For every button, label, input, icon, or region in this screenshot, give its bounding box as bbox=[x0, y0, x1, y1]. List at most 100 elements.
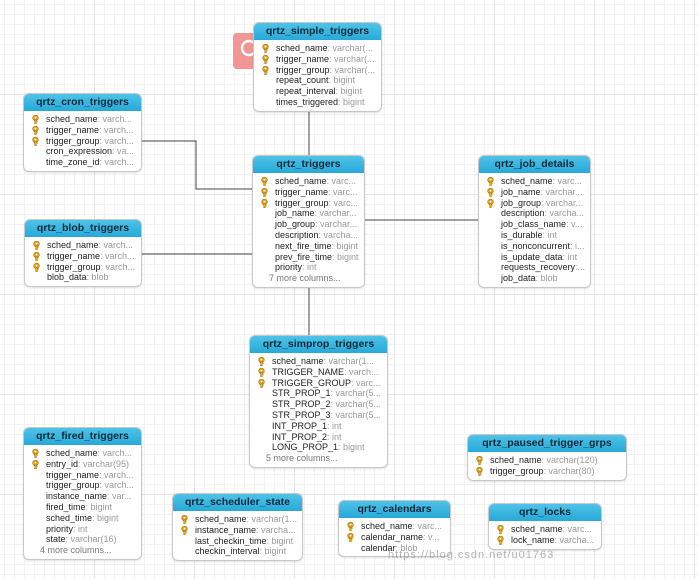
column-row[interactable]: priority: int bbox=[24, 524, 141, 535]
column-type: : varchar(5... bbox=[330, 409, 382, 420]
column-row[interactable]: calendar_name: v... bbox=[339, 532, 450, 543]
column-row[interactable]: requests_recovery:... bbox=[479, 262, 590, 273]
table-title[interactable]: qrtz_fired_triggers bbox=[24, 428, 141, 445]
column-row[interactable]: INT_PROP_2: int bbox=[250, 432, 387, 443]
column-row[interactable]: job_name: varchar... bbox=[253, 208, 364, 219]
column-row[interactable]: sched_name: varch... bbox=[25, 240, 141, 251]
table-qrtz-simprop-triggers[interactable]: qrtz_simprop_triggers sched_name: varchar… bbox=[249, 335, 388, 468]
column-row[interactable]: fired_time: bigint bbox=[24, 502, 141, 513]
column-row[interactable]: trigger_name: varch... bbox=[24, 470, 141, 481]
column-row[interactable]: is_nonconcurrent: i... bbox=[479, 241, 590, 252]
column-row[interactable]: sched_name: varc... bbox=[339, 521, 450, 532]
column-row[interactable]: priority: int bbox=[253, 262, 364, 273]
table-title[interactable]: qrtz_locks bbox=[489, 504, 601, 521]
column-row[interactable]: sched_name: varc... bbox=[253, 176, 364, 187]
column-row[interactable]: times_triggered: bigint bbox=[254, 97, 381, 108]
column-row[interactable]: blob_data: blob bbox=[25, 272, 141, 283]
column-row[interactable]: STR_PROP_1: varchar(5... bbox=[250, 388, 387, 399]
column-name: STR_PROP_1 bbox=[272, 388, 331, 399]
column-row[interactable]: INT_PROP_1: int bbox=[250, 421, 387, 432]
column-row[interactable]: trigger_group: varchar(80) bbox=[468, 466, 626, 477]
column-row[interactable]: job_name: varchar... bbox=[479, 187, 590, 198]
column-type: : varchar(... bbox=[329, 64, 376, 75]
column-row[interactable]: trigger_name: varc... bbox=[253, 187, 364, 198]
column-row[interactable]: sched_name: varc... bbox=[479, 176, 590, 187]
column-row[interactable]: is_durable: int bbox=[479, 230, 590, 241]
column-row[interactable]: trigger_group: varc... bbox=[253, 198, 364, 209]
column-row[interactable]: calendar: blob bbox=[339, 543, 450, 554]
column-row[interactable]: is_update_data: int bbox=[479, 252, 590, 263]
key-icon bbox=[261, 54, 270, 64]
column-row[interactable]: last_checkin_time: bigint bbox=[173, 536, 302, 547]
column-type: : varchar... bbox=[541, 197, 584, 208]
column-row[interactable]: job_group: varchar... bbox=[479, 198, 590, 209]
column-row[interactable]: sched_time: bigint bbox=[24, 513, 141, 524]
column-name: sched_name bbox=[46, 448, 98, 458]
column-row[interactable]: trigger_group: varch... bbox=[24, 136, 141, 147]
column-row[interactable]: description: varcha... bbox=[479, 208, 590, 219]
column-row[interactable]: LONG_PROP_1: bigint bbox=[250, 442, 387, 453]
table-title[interactable]: qrtz_triggers bbox=[253, 156, 364, 173]
column-row[interactable]: trigger_group: varch... bbox=[25, 262, 141, 273]
column-row[interactable]: instance_name: varcha... bbox=[173, 525, 302, 536]
column-row[interactable]: sched_name: varchar(120) bbox=[468, 455, 626, 466]
column-row[interactable]: trigger_name: varchar(... bbox=[254, 54, 381, 65]
column-row[interactable]: trigger_group: varch... bbox=[24, 480, 141, 491]
table-title[interactable]: qrtz_scheduler_state bbox=[173, 494, 302, 511]
column-row[interactable]: sched_name: varch... bbox=[24, 448, 141, 459]
column-row[interactable]: sched_name: varchar(1... bbox=[250, 356, 387, 367]
table-qrtz-job-details[interactable]: qrtz_job_details sched_name: varc...job_n… bbox=[478, 155, 591, 288]
column-row[interactable]: time_zone_id: varch... bbox=[24, 157, 141, 168]
column-row[interactable]: sched_name: varchar(1... bbox=[173, 514, 302, 525]
column-row[interactable]: job_data: blob bbox=[479, 273, 590, 284]
column-row[interactable]: sched_name: varch... bbox=[24, 114, 141, 125]
table-title[interactable]: qrtz_job_details bbox=[479, 156, 590, 173]
column-row[interactable]: trigger_group: varchar(... bbox=[254, 65, 381, 76]
table-qrtz-paused-trigger-grps[interactable]: qrtz_paused_trigger_grps sched_name: varc… bbox=[467, 434, 627, 481]
column-row[interactable]: job_group: varchar... bbox=[253, 219, 364, 230]
table-qrtz-fired-triggers[interactable]: qrtz_fired_triggers sched_name: varch...e… bbox=[23, 427, 142, 560]
column-name: is_nonconcurrent bbox=[501, 240, 571, 251]
table-title[interactable]: qrtz_paused_trigger_grps bbox=[468, 435, 626, 452]
column-row[interactable]: trigger_name: varch... bbox=[24, 125, 141, 136]
more-columns-link[interactable]: 4 more columns... bbox=[40, 545, 112, 556]
table-title[interactable]: qrtz_calendars bbox=[339, 501, 450, 518]
column-row[interactable]: prev_fire_time: bigint bbox=[253, 252, 364, 263]
table-title[interactable]: qrtz_blob_triggers bbox=[25, 220, 141, 237]
column-row[interactable]: cron_expression: va... bbox=[24, 146, 141, 157]
column-row[interactable]: job_class_name: v... bbox=[479, 219, 590, 230]
table-title[interactable]: qrtz_cron_triggers bbox=[24, 94, 141, 111]
key-icon bbox=[486, 187, 495, 197]
key-icon bbox=[475, 466, 484, 476]
column-row[interactable]: lock_name: varcha... bbox=[489, 535, 601, 546]
column-row[interactable]: description: varcha... bbox=[253, 230, 364, 241]
more-columns-link[interactable]: 7 more columns... bbox=[269, 273, 341, 284]
column-row[interactable]: checkin_interval: bigint bbox=[173, 546, 302, 557]
column-row[interactable]: sched_name: varchar(... bbox=[254, 43, 381, 54]
column-row[interactable]: state: varchar(16) bbox=[24, 534, 141, 545]
column-name: job_group bbox=[275, 219, 316, 230]
column-row[interactable]: entry_id: varchar(95) bbox=[24, 459, 141, 470]
column-row[interactable]: instance_name: var... bbox=[24, 491, 141, 502]
column-type: : varc... bbox=[562, 524, 593, 534]
column-row[interactable]: STR_PROP_3: varchar(5... bbox=[250, 410, 387, 421]
column-row[interactable]: next_fire_time: bigint bbox=[253, 241, 364, 252]
table-qrtz-simple-triggers[interactable]: qrtz_simple_triggers sched_name: varchar(… bbox=[253, 22, 382, 112]
column-row[interactable]: STR_PROP_2: varchar(5... bbox=[250, 399, 387, 410]
column-row[interactable]: TRIGGER_NAME: varch... bbox=[250, 367, 387, 378]
table-qrtz-locks[interactable]: qrtz_locks sched_name: varc...lock_name: … bbox=[488, 503, 602, 550]
column-row[interactable]: trigger_name: varch... bbox=[25, 251, 141, 262]
more-columns-link[interactable]: 5 more columns... bbox=[266, 453, 338, 464]
column-row[interactable]: sched_name: varc... bbox=[489, 524, 601, 535]
column-row[interactable]: TRIGGER_GROUP: varc... bbox=[250, 378, 387, 389]
column-row[interactable]: repeat_interval: bigint bbox=[254, 86, 381, 97]
column-name: sched_time bbox=[46, 512, 93, 523]
column-row[interactable]: repeat_count: bigint bbox=[254, 75, 381, 86]
table-title[interactable]: qrtz_simple_triggers bbox=[254, 23, 381, 40]
table-qrtz-scheduler-state[interactable]: qrtz_scheduler_state sched_name: varchar(… bbox=[172, 493, 303, 562]
table-title[interactable]: qrtz_simprop_triggers bbox=[250, 336, 387, 353]
